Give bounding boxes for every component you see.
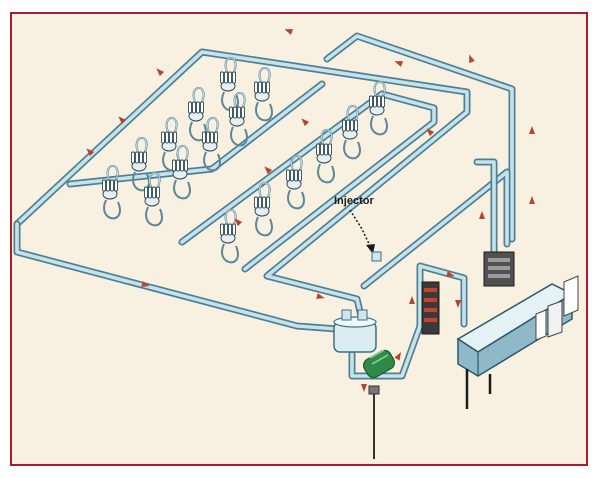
milking-cluster xyxy=(131,137,150,192)
milking-cluster xyxy=(369,81,388,136)
flow-arrow-icon xyxy=(409,296,415,304)
injector-callout: Injector xyxy=(334,195,382,262)
milking-cluster xyxy=(229,92,248,147)
flow-arrow-icon xyxy=(529,126,535,134)
milking-cluster xyxy=(102,165,121,220)
flow-arrow-icon xyxy=(264,166,273,175)
milking-cluster xyxy=(220,57,239,112)
milking-units xyxy=(102,57,388,264)
flow-arrows xyxy=(86,29,535,392)
flow-arrow-icon xyxy=(361,384,367,392)
receiver-jar xyxy=(333,309,377,353)
wash-trough xyxy=(456,283,574,409)
milking-cluster xyxy=(254,67,273,122)
milking-system-diagram: Injector xyxy=(13,29,579,459)
milking-cluster xyxy=(342,105,361,160)
milking-cluster xyxy=(254,182,273,237)
milking-cluster xyxy=(202,117,221,172)
milking-cluster xyxy=(220,209,239,264)
milking-cluster xyxy=(161,117,180,172)
control-panel xyxy=(483,251,515,287)
diagram-frame: Injector xyxy=(10,12,588,466)
flow-arrow-icon xyxy=(426,128,435,137)
injector-pointer xyxy=(349,209,371,247)
chemical-containers xyxy=(535,275,579,341)
milking-cluster xyxy=(316,129,335,184)
flow-arrow-icon xyxy=(284,29,294,35)
milking-cluster xyxy=(286,155,305,210)
injector xyxy=(371,251,382,262)
inner-milk-line xyxy=(178,90,438,273)
flow-arrow-icon xyxy=(316,293,325,299)
flow-arrow-icon xyxy=(529,196,535,204)
drain-valve xyxy=(368,385,380,459)
injector-label: Injector xyxy=(334,195,374,207)
flow-arrow-icon xyxy=(156,68,165,77)
milking-cluster xyxy=(144,172,163,227)
flow-arrow-icon xyxy=(479,211,485,219)
flow-arrow-icon xyxy=(446,271,455,277)
flow-arrow-icon xyxy=(141,281,150,287)
pump-line xyxy=(348,262,468,380)
milking-cluster xyxy=(172,145,191,200)
milking-cluster xyxy=(188,87,207,142)
flow-arrow-icon xyxy=(394,61,404,67)
flow-arrow-icon xyxy=(234,218,243,227)
milk-pump-motor xyxy=(362,349,396,379)
milk-filter xyxy=(421,281,440,335)
flow-arrow-icon xyxy=(86,148,95,157)
flow-arrow-icon xyxy=(455,300,461,308)
flow-arrow-icon xyxy=(469,54,475,64)
flow-arrow-icon xyxy=(118,116,127,125)
flow-arrow-icon xyxy=(394,352,401,361)
flow-arrow-icon xyxy=(301,118,310,127)
return-line xyxy=(323,32,516,290)
